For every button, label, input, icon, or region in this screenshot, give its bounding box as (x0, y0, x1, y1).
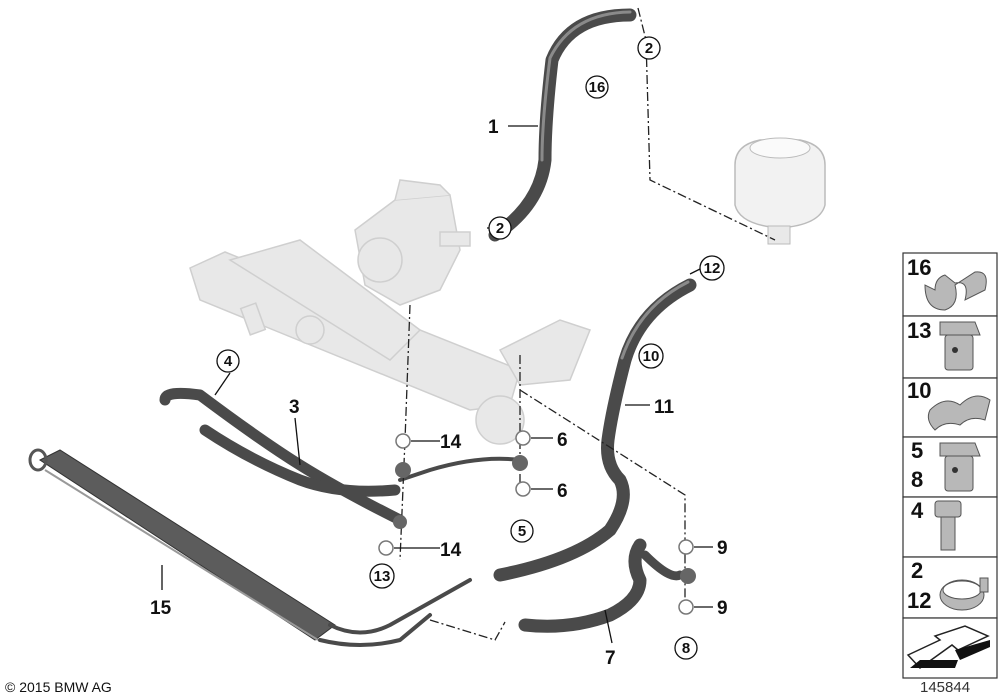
legend-label-12: 12 (907, 588, 931, 613)
hose-clamp-icon (939, 577, 989, 611)
legend-label-13: 13 (907, 318, 931, 343)
hose-clip-icon (924, 271, 987, 311)
callout-9-top[interactable]: 9 (717, 538, 728, 559)
legend-label-2: 2 (911, 558, 923, 583)
callout-6-top[interactable]: 6 (557, 430, 568, 451)
callout-11[interactable]: 11 (654, 397, 675, 418)
arrow-icon (906, 625, 990, 669)
legend-label-5: 5 (911, 438, 923, 463)
parts-legend-panel: 16 13 10 5 8 4 2 12 (902, 252, 998, 679)
power-steering-pump-ghost (354, 179, 471, 306)
steering-rack-ghost (189, 239, 591, 445)
callout-10[interactable]: 10 (643, 348, 660, 365)
callout-9-bottom[interactable]: 9 (717, 598, 728, 619)
callout-1[interactable]: 1 (488, 117, 499, 138)
callout-14-top[interactable]: 14 (440, 432, 462, 453)
hex-bolt-icon (934, 500, 962, 551)
callout-12[interactable]: 12 (704, 260, 721, 277)
callout-6-bottom[interactable]: 6 (557, 481, 568, 502)
hose-1 (488, 8, 637, 242)
hose-7 (518, 538, 685, 633)
callout-14-bottom[interactable]: 14 (440, 540, 462, 561)
callout-2-top[interactable]: 2 (645, 40, 653, 57)
callout-15[interactable]: 15 (150, 598, 172, 619)
callout-13[interactable]: 13 (374, 568, 391, 585)
callout-8[interactable]: 8 (682, 640, 690, 657)
diagram-number: 145844 (920, 679, 971, 696)
banjo-bolt-icon (939, 442, 981, 492)
callout-3[interactable]: 3 (289, 397, 300, 418)
callout-16[interactable]: 16 (589, 79, 606, 96)
legend-label-16: 16 (907, 255, 931, 280)
double-hose-clip-icon (927, 395, 991, 431)
callout-4[interactable]: 4 (224, 353, 233, 370)
callout-5[interactable]: 5 (518, 523, 526, 540)
callout-2-mid[interactable]: 2 (496, 220, 504, 237)
legend-label-10: 10 (907, 378, 931, 403)
fluid-reservoir (734, 137, 826, 245)
washers (378, 430, 696, 615)
copyright: © 2015 BMW AG (5, 679, 112, 695)
hose-3 (159, 387, 522, 526)
banjo-bolt-icon (939, 321, 981, 371)
callout-7[interactable]: 7 (605, 648, 616, 669)
legend-label-4: 4 (911, 498, 924, 523)
legend-label-8: 8 (911, 467, 923, 492)
oil-cooler-15 (28, 448, 472, 647)
hose-11 (493, 278, 697, 582)
